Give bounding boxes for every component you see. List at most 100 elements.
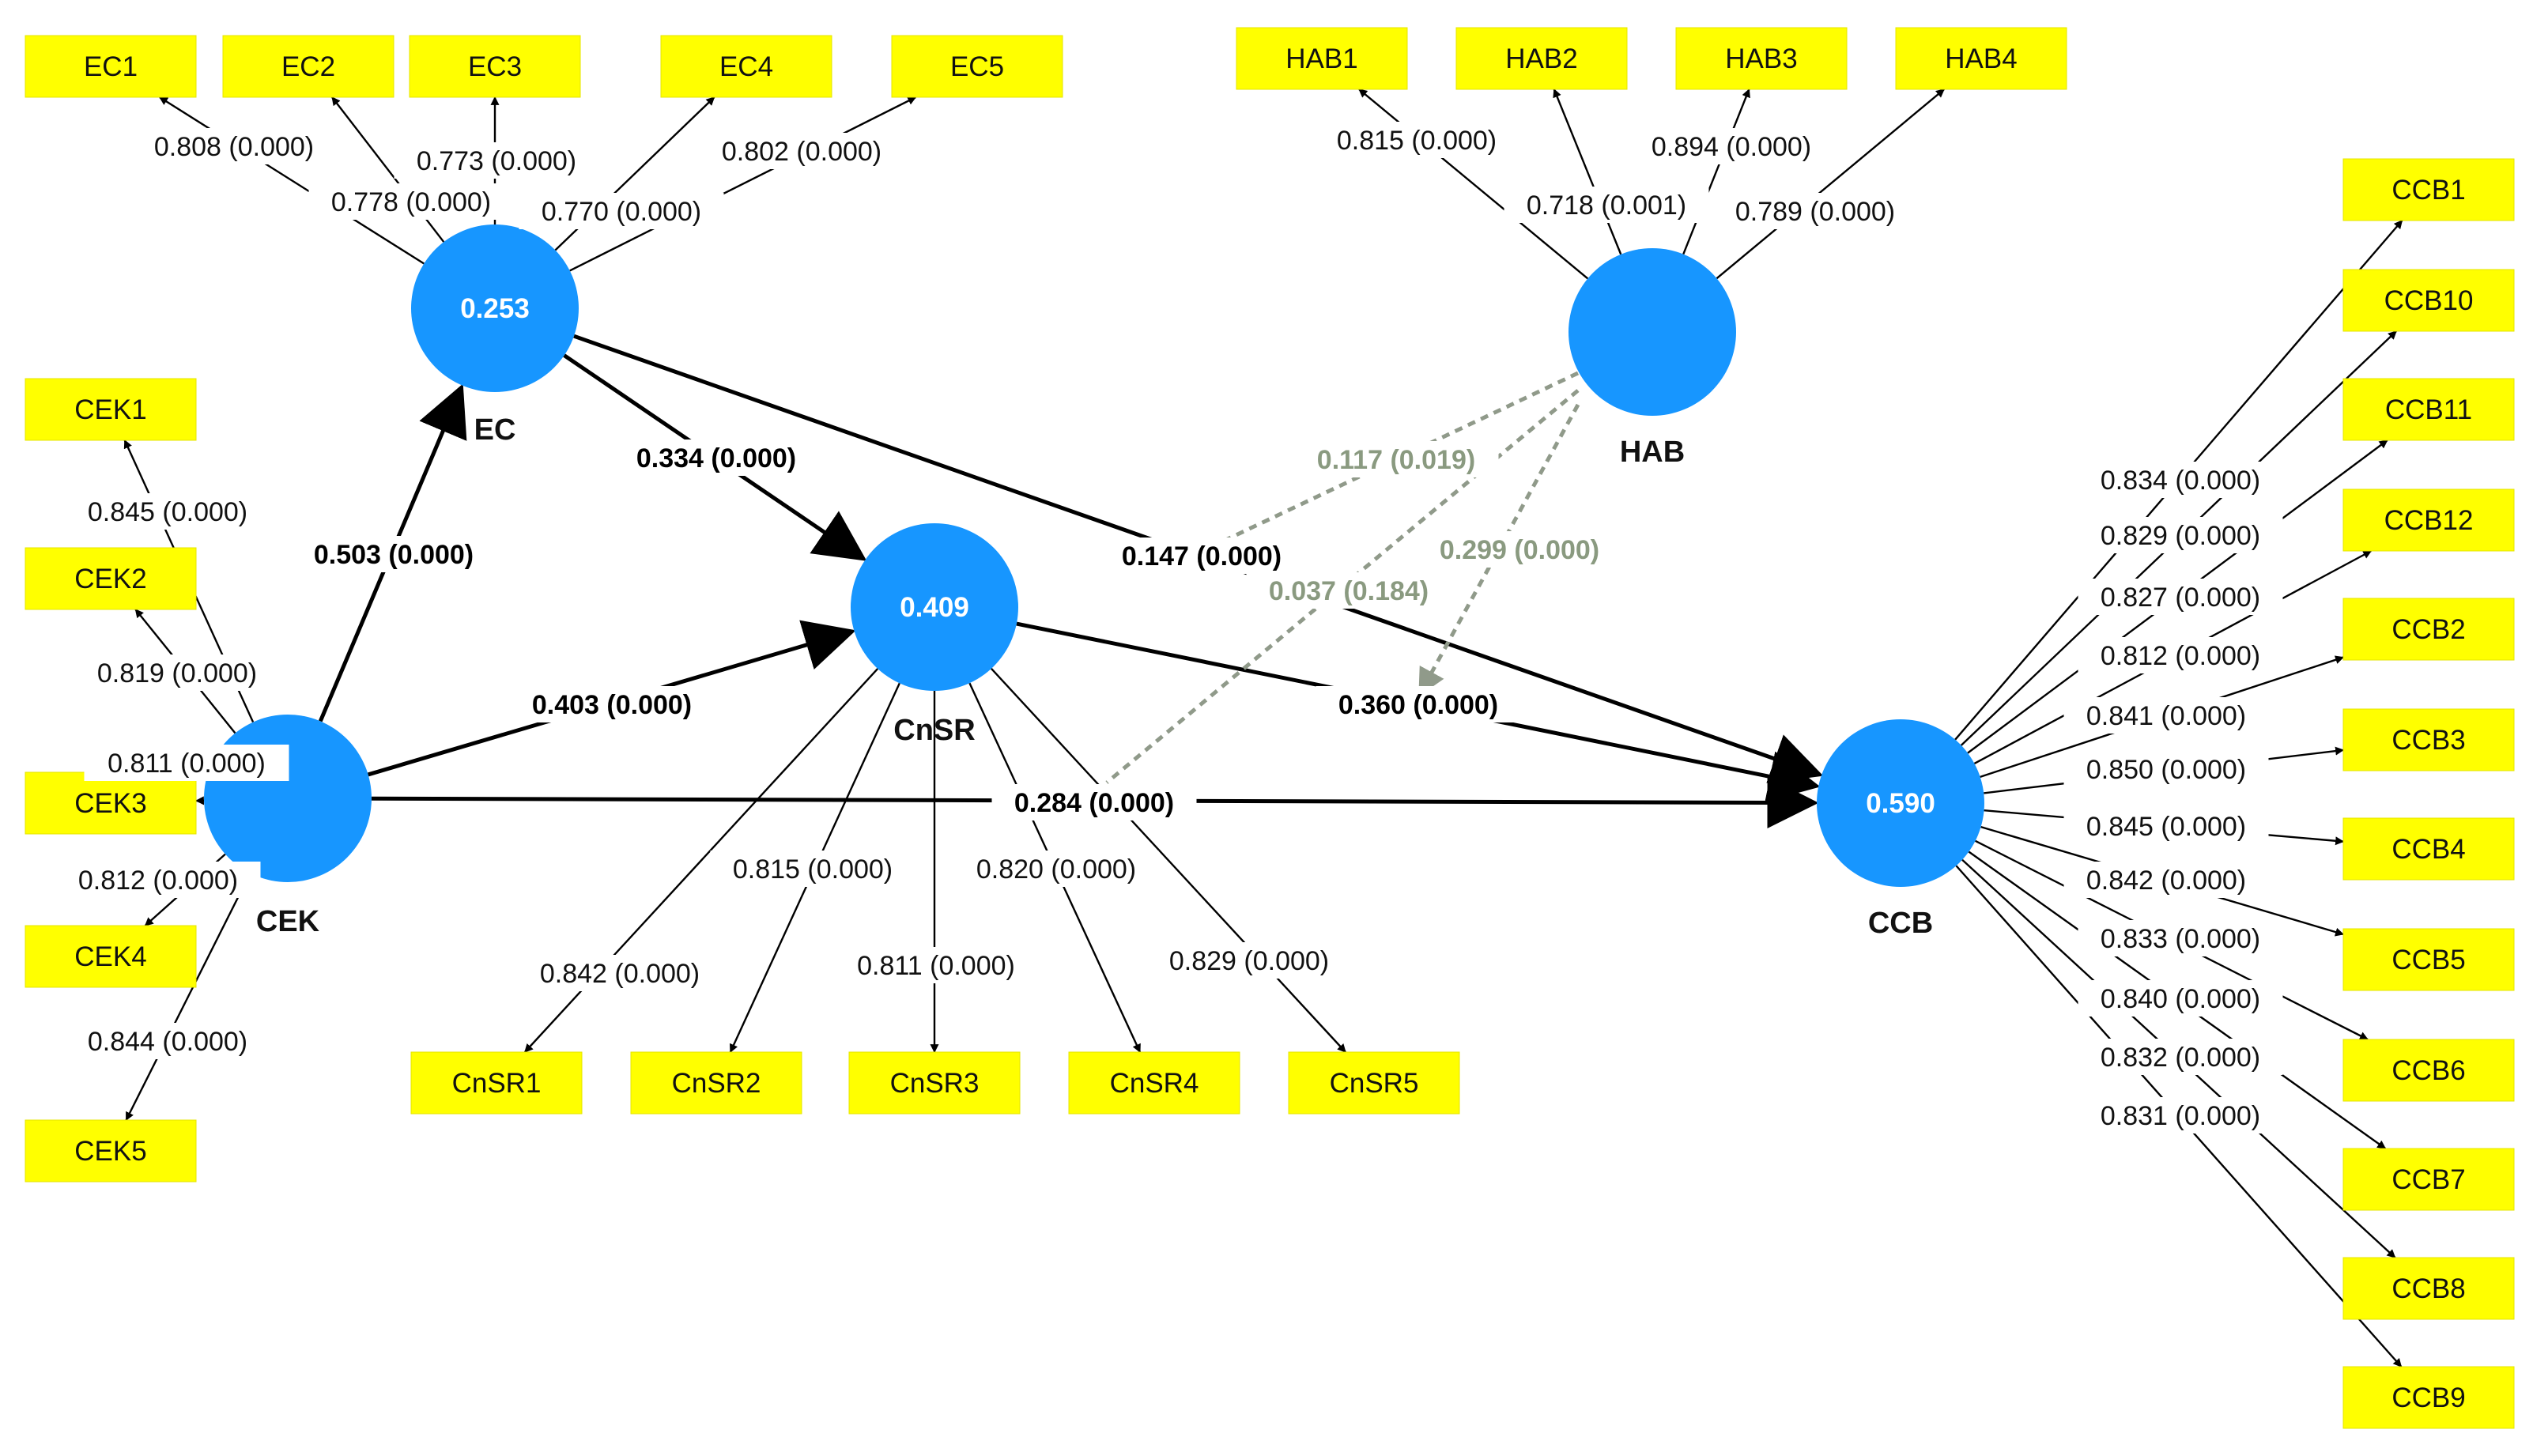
loading-label-ccb5-bg (2063, 862, 2269, 898)
loading-label-ccb3: 0.850 (0.000) (2063, 751, 2269, 787)
indicator-box (2342, 158, 2515, 221)
indicator-cnsr2[interactable]: CnSR2 (630, 1051, 802, 1115)
indicator-cek3[interactable]: CEK3 (25, 771, 197, 835)
loading-label-hab4: 0.789 (0.000) (1712, 193, 1918, 229)
indicator-box (409, 35, 581, 98)
indicator-cnsr4[interactable]: CnSR4 (1068, 1051, 1240, 1115)
indicator-box (2342, 928, 2515, 991)
loading-label-cnsr5: 0.829 (0.000) (1146, 942, 1352, 979)
indicator-ccb9[interactable]: CCB9 (2342, 1366, 2515, 1429)
loading-label-ccb11-text: 0.827 (0.000) (2101, 583, 2260, 613)
indicator-ccb3[interactable]: CCB3 (2342, 708, 2515, 771)
moderation-label-3-bg (1417, 531, 1622, 568)
loading-label-cek1-bg (65, 493, 270, 530)
indicator-box (1455, 27, 1628, 90)
indicator-ccb6[interactable]: CCB6 (2342, 1039, 2515, 1102)
loading-label-cek1: 0.845 (0.000) (65, 493, 270, 530)
indicator-box (2342, 1148, 2515, 1211)
indicator-box (222, 35, 394, 98)
indicator-ccb10[interactable]: CCB10 (2342, 269, 2515, 332)
indicator-label: HAB1 (1285, 43, 1357, 74)
loading-edge-hab2 (1553, 88, 1622, 255)
indicator-cek4[interactable]: CEK4 (25, 925, 197, 988)
loading-label-cek5-text: 0.844 (0.000) (88, 1027, 247, 1057)
loading-label-hab3-text: 0.894 (0.000) (1652, 132, 1811, 162)
loading-label-ccb6-bg (2078, 920, 2283, 956)
path-label-cek-cnsr-text: 0.403 (0.000) (532, 690, 692, 720)
indicator-hab3[interactable]: HAB3 (1675, 27, 1848, 90)
loading-label-ccb11: 0.827 (0.000) (2078, 579, 2283, 615)
indicator-cek2[interactable]: CEK2 (25, 547, 197, 610)
loading-label-ccb12-bg (2078, 637, 2283, 673)
loading-label-ccb9: 0.831 (0.000) (2078, 1097, 2283, 1133)
indicator-ccb5[interactable]: CCB5 (2342, 928, 2515, 991)
loading-label-ccb8-text: 0.832 (0.000) (2101, 1043, 2260, 1073)
indicator-label: CEK3 (74, 788, 146, 819)
loading-edge-cnsr5 (991, 668, 1346, 1053)
path-label-cek-ccb: 0.284 (0.000) (991, 784, 1197, 820)
indicator-label: CEK5 (74, 1136, 146, 1167)
indicator-label: CCB8 (2391, 1273, 2465, 1304)
indicator-hab4[interactable]: HAB4 (1895, 27, 2067, 90)
latent-name: CEK (256, 905, 320, 938)
indicator-label: CCB11 (2385, 394, 2472, 425)
loading-label-ec3-bg (394, 142, 599, 179)
indicator-ec4[interactable]: EC4 (660, 35, 832, 98)
loading-label-ec1: 0.808 (0.000) (131, 128, 337, 164)
loading-label-cnsr5-text: 0.829 (0.000) (1169, 946, 1329, 976)
indicator-box (1236, 27, 1408, 90)
loading-label-cnsr3-bg (833, 947, 1039, 983)
indicator-cnsr1[interactable]: CnSR1 (410, 1051, 583, 1115)
indicator-ccb11[interactable]: CCB11 (2342, 378, 2515, 441)
indicator-box (2342, 488, 2515, 552)
loading-label-cnsr3-text: 0.811 (0.000) (857, 951, 1015, 981)
indicator-ccb7[interactable]: CCB7 (2342, 1148, 2515, 1211)
loading-label-hab1-bg (1314, 122, 1519, 158)
indicator-label: CEK1 (74, 394, 146, 425)
path-label-ec-ccb: 0.147 (0.000) (1099, 538, 1304, 574)
loading-label-ccb5-text: 0.842 (0.000) (2086, 866, 2246, 896)
indicator-cek1[interactable]: CEK1 (25, 378, 197, 441)
loading-label-cnsr2: 0.815 (0.000) (710, 851, 915, 887)
loading-label-hab1-text: 0.815 (0.000) (1337, 126, 1497, 156)
loading-label-ccb9-text: 0.831 (0.000) (2101, 1101, 2260, 1131)
indicator-ccb2[interactable]: CCB2 (2342, 598, 2515, 661)
indicator-cnsr3[interactable]: CnSR3 (848, 1051, 1021, 1115)
indicator-cnsr5[interactable]: CnSR5 (1288, 1051, 1460, 1115)
indicator-ccb12[interactable]: CCB12 (2342, 488, 2515, 552)
indicator-ccb4[interactable]: CCB4 (2342, 817, 2515, 881)
loading-label-ec1-text: 0.808 (0.000) (154, 132, 314, 162)
path-label-cek-cnsr-bg (509, 686, 715, 722)
indicator-hab2[interactable]: HAB2 (1455, 27, 1628, 90)
indicator-ec2[interactable]: EC2 (222, 35, 394, 98)
indicator-hab1[interactable]: HAB1 (1236, 27, 1408, 90)
path-label-cek-ec-bg (291, 536, 496, 572)
indicator-ccb8[interactable]: CCB8 (2342, 1257, 2515, 1320)
loading-label-ec2-text: 0.778 (0.000) (331, 187, 491, 217)
indicator-ccb1[interactable]: CCB1 (2342, 158, 2515, 221)
indicator-ec1[interactable]: EC1 (25, 35, 197, 98)
path-label-cek-cnsr: 0.403 (0.000) (509, 686, 715, 722)
indicator-box (2342, 598, 2515, 661)
moderation-edge-3 (1417, 403, 1580, 697)
latent-name: EC (474, 413, 516, 447)
indicator-ec5[interactable]: EC5 (891, 35, 1063, 98)
indicator-cek5[interactable]: CEK5 (25, 1119, 197, 1183)
loading-edge-hab1 (1358, 89, 1589, 280)
loading-label-ec3-text: 0.773 (0.000) (417, 146, 576, 176)
loading-label-hab3-bg (1629, 128, 1834, 164)
loading-label-cnsr2-text: 0.815 (0.000) (733, 854, 893, 885)
latent-hab[interactable]: HAB (1568, 248, 1736, 469)
loading-label-ccb2-text: 0.841 (0.000) (2086, 701, 2246, 731)
loading-label-hab4-bg (1712, 193, 1918, 229)
path-label-cnsr-ccb: 0.360 (0.000) (1316, 686, 1521, 722)
indicator-ec3[interactable]: EC3 (409, 35, 581, 98)
loading-label-ccb8-bg (2078, 1039, 2283, 1075)
indicator-label: CnSR2 (672, 1068, 761, 1099)
latent-circle (851, 523, 1018, 691)
loading-edge-ec1 (159, 96, 425, 265)
moderation-label-3: 0.299 (0.000) (1417, 531, 1622, 568)
